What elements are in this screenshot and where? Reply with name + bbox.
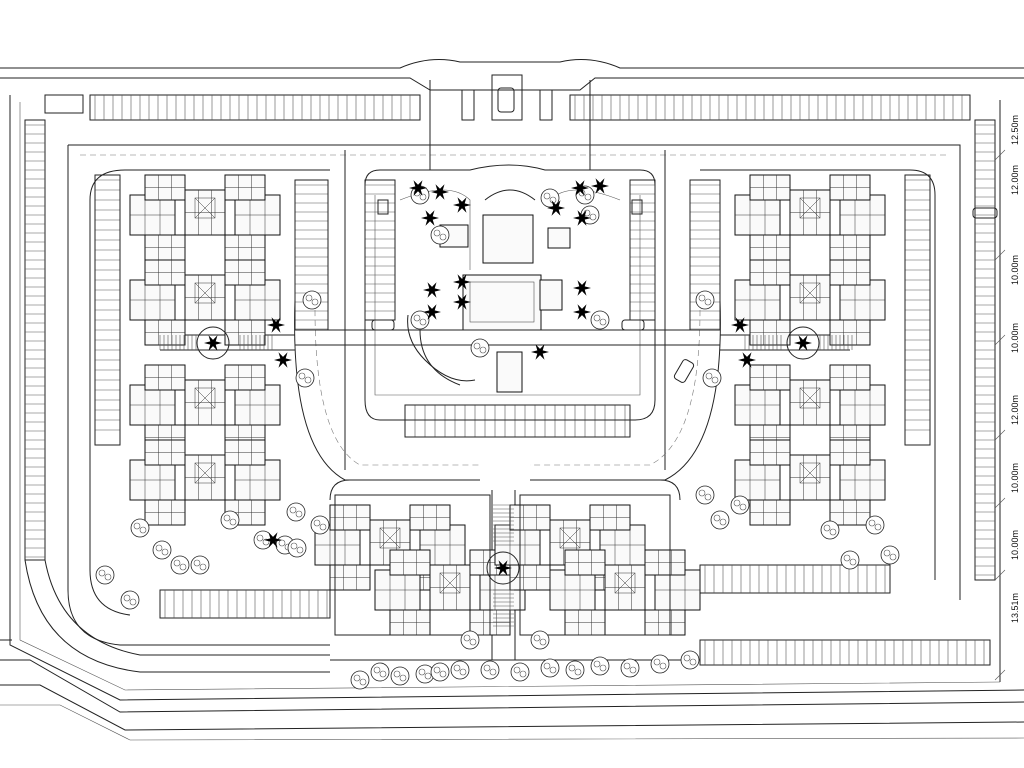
dim-label-7: 10.00m — [1010, 530, 1020, 560]
palm-trees — [204, 178, 812, 576]
parked-cars — [371, 87, 998, 383]
residential-buildings — [129, 174, 886, 636]
dim-label-5: 12.00m — [1010, 395, 1020, 425]
dim-label-3: 10.00m — [1010, 255, 1020, 285]
dim-label-8: 13.51m — [1010, 593, 1020, 623]
central-clubhouse-area — [44, 74, 656, 421]
dim-label-2: 12.00m — [1010, 165, 1020, 195]
internal-road — [67, 144, 961, 646]
dimension-chain: 12.50m 12.00m 10.00m 10.00m 12.00m 10.00… — [994, 100, 1020, 681]
dim-label-4: 10.00m — [1010, 323, 1020, 353]
landscape-trees — [95, 185, 900, 690]
dim-label-6: 10.00m — [1010, 463, 1020, 493]
dim-label-1: 12.50m — [1010, 115, 1020, 145]
